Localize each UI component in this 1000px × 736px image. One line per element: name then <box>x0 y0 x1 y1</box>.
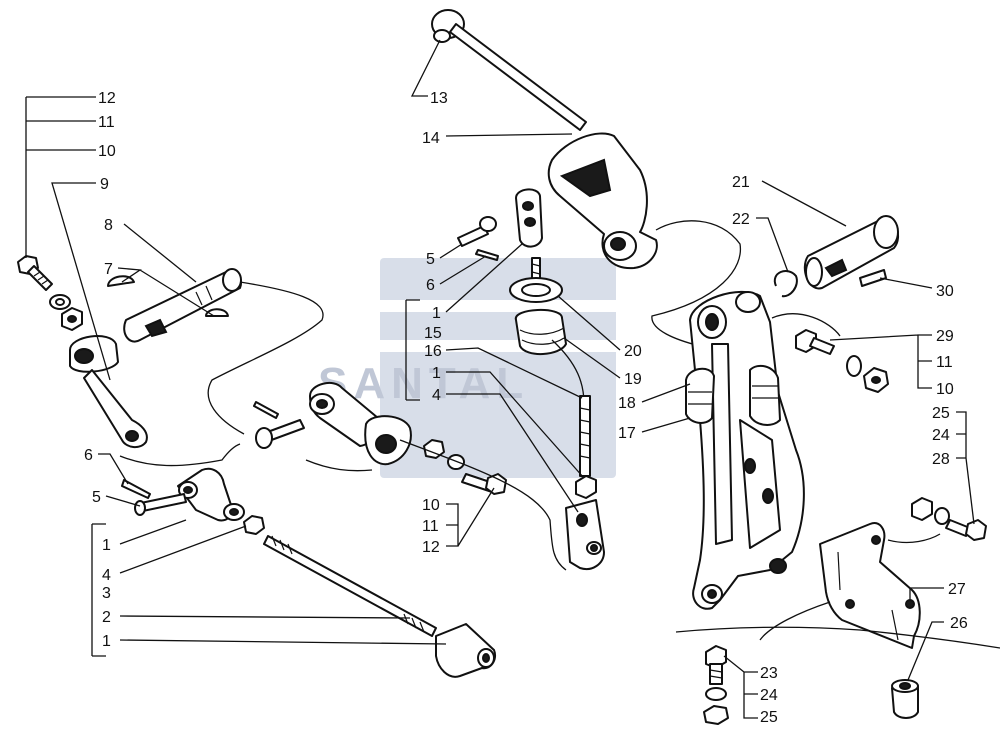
assembly-guide-bracket <box>887 533 941 544</box>
lever-arm <box>69 335 148 448</box>
callout-label: 2 <box>102 609 111 626</box>
bolt-right-upper <box>795 329 835 355</box>
bushing-boot <box>685 364 781 426</box>
nut-bottom <box>703 705 729 725</box>
seal-plate <box>509 277 563 303</box>
washer-right-lower <box>934 507 950 525</box>
pivot-pin <box>803 215 899 290</box>
bolt-center <box>457 216 497 247</box>
watermark-stripe <box>380 300 616 312</box>
callout-label: 17 <box>618 425 636 442</box>
pedal-arm <box>689 290 805 610</box>
bolt-bottom <box>705 645 727 685</box>
floor-outline <box>675 626 1000 649</box>
callout-label: 16 <box>424 343 442 360</box>
control-rod <box>263 535 437 637</box>
hex-nut-left <box>61 307 83 331</box>
callout-label: 4 <box>432 387 441 404</box>
rubber-boot <box>514 308 567 355</box>
assembly-guide-bracket-b <box>759 601 831 641</box>
callout-label: 1 <box>102 537 111 554</box>
callout-label: 24 <box>932 427 950 444</box>
callout-label: 1 <box>102 633 111 650</box>
callout-label: 19 <box>624 371 642 388</box>
callout-label: 11 <box>98 114 115 131</box>
callout-label: 3 <box>102 585 111 602</box>
callout-label: 27 <box>948 581 966 598</box>
assembly-guide-crank-b <box>305 459 373 472</box>
assembly-guide-center <box>651 220 742 347</box>
assembly-guide-crank <box>399 439 567 571</box>
roll-pin <box>859 269 887 287</box>
spacer-sleeve <box>891 679 919 719</box>
callout-label: 29 <box>936 328 954 345</box>
clevis-pin-left <box>134 493 187 516</box>
bolt-crank <box>255 419 305 449</box>
callout-label: 20 <box>624 343 642 360</box>
splined-shaft <box>123 268 242 343</box>
callout-label: 26 <box>950 615 968 632</box>
hex-bolt-left <box>17 255 53 291</box>
nut-right-lower <box>911 497 933 521</box>
callout-label: 12 <box>98 90 116 107</box>
pedal-lever <box>547 132 658 270</box>
bolt-crank-right <box>461 473 507 495</box>
callout-leaders <box>25 39 975 719</box>
nut-right-upper <box>863 367 889 393</box>
cotter-pin-center <box>475 249 499 261</box>
callout-label: 25 <box>932 405 950 422</box>
callout-label: 13 <box>430 90 448 107</box>
callout-label: 10 <box>422 497 440 514</box>
callout-label: 1 <box>432 365 441 382</box>
callout-label: 11 <box>422 518 439 535</box>
callout-label: 21 <box>732 174 750 191</box>
clevis-upper-left <box>177 467 245 522</box>
callout-label: 5 <box>426 251 435 268</box>
callout-labels: 12 11 10 9 8 7 6 5 1 4 3 2 1 13 14 5 6 1… <box>84 90 968 726</box>
callout-label: 14 <box>422 130 440 147</box>
bolt-right-lower <box>945 519 987 541</box>
nut-crank <box>423 439 465 470</box>
callout-label: 11 <box>936 354 953 371</box>
clevis-center-upper <box>515 188 543 248</box>
callout-label: 5 <box>92 489 101 506</box>
callout-label: 12 <box>422 539 440 556</box>
callout-label: 23 <box>760 665 778 682</box>
lock-nut-rod <box>243 515 265 535</box>
callout-label: 6 <box>84 447 93 464</box>
cable-rod <box>551 339 591 477</box>
washer-bottom <box>705 687 727 701</box>
callout-label: 7 <box>104 261 113 278</box>
clevis-center-lower <box>565 499 605 570</box>
callout-label: 10 <box>936 381 954 398</box>
assembly-guide-left <box>207 281 324 435</box>
snap-ring <box>773 270 798 298</box>
callout-label: 8 <box>104 217 113 234</box>
lock-washer-left <box>49 294 71 310</box>
callout-label: 30 <box>936 283 954 300</box>
washer-right-upper <box>846 355 862 377</box>
cotter-pin-left <box>121 479 151 499</box>
cotter-crank <box>253 401 279 419</box>
adjusting-nut <box>575 475 597 499</box>
callout-label: 28 <box>932 451 950 468</box>
assembly-guide-right <box>771 313 841 337</box>
clevis-lower <box>435 623 496 678</box>
callout-label: 25 <box>760 709 778 726</box>
callout-label: 22 <box>732 211 750 228</box>
callout-label: 6 <box>426 277 435 294</box>
callout-label: 9 <box>100 176 109 193</box>
callout-label: 15 <box>424 325 442 342</box>
callout-label: 10 <box>98 143 116 160</box>
assembly-guide-left-b <box>119 443 241 467</box>
callout-label: 1 <box>432 305 441 322</box>
callout-label: 4 <box>102 567 111 584</box>
callout-label: 24 <box>760 687 778 704</box>
pedal-rod <box>449 23 587 131</box>
mounting-bracket <box>819 522 921 649</box>
callout-label: 18 <box>618 395 636 412</box>
bell-crank <box>309 381 412 466</box>
